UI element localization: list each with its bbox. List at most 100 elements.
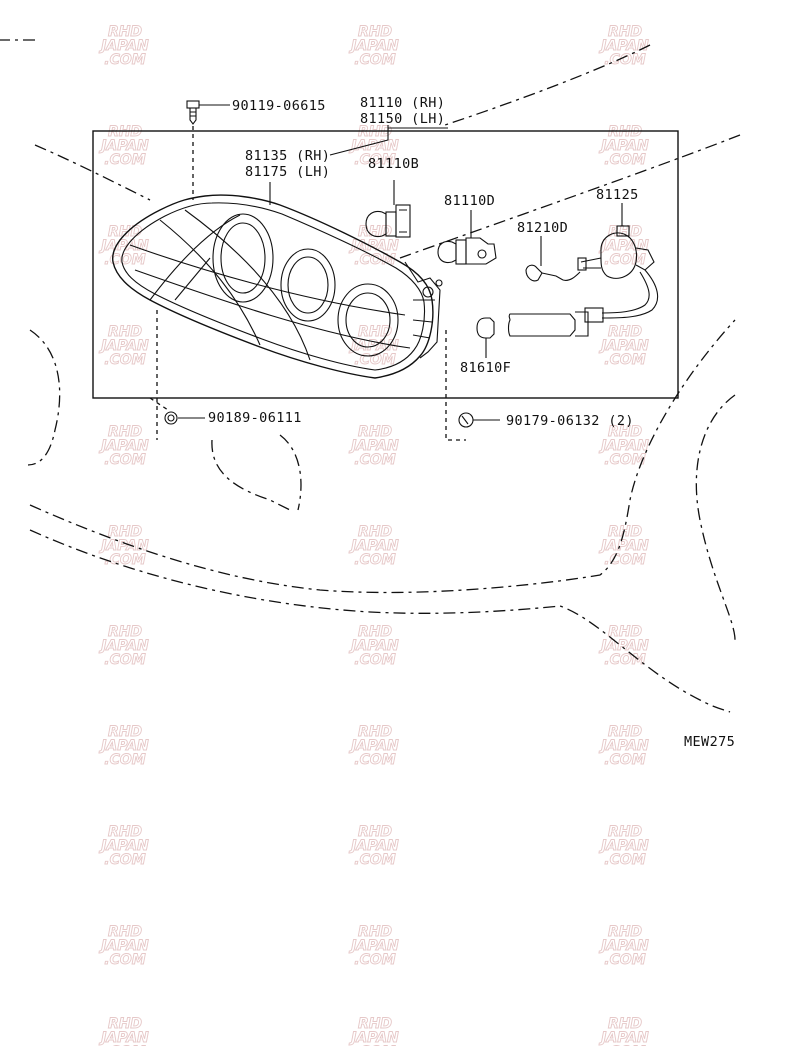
svg-text:.COM: .COM <box>104 1044 145 1046</box>
label-81110-rh: 81110 (RH) <box>360 95 445 111</box>
label-81125: 81125 <box>596 187 639 203</box>
svg-text:JAPAN: JAPAN <box>598 238 649 254</box>
label-81175-lh: 81175 (LH) <box>245 164 330 180</box>
svg-text:JAPAN: JAPAN <box>348 638 399 654</box>
svg-text:JAPAN: JAPAN <box>598 1030 649 1046</box>
bulb-81110d-icon <box>437 237 497 265</box>
svg-text:JAPAN: JAPAN <box>598 38 649 54</box>
svg-text:.COM: .COM <box>104 852 145 868</box>
svg-text:.COM: .COM <box>354 552 395 568</box>
svg-text:JAPAN: JAPAN <box>598 738 649 754</box>
svg-text:RHD: RHD <box>108 124 142 140</box>
svg-text:JAPAN: JAPAN <box>348 438 399 454</box>
svg-text:.COM: .COM <box>104 52 145 68</box>
part-labels: 90119-06615 81110 (RH) 81150 (LH) 81135 … <box>208 95 735 750</box>
component-box <box>92 130 679 399</box>
svg-text:JAPAN: JAPAN <box>348 138 399 154</box>
svg-text:JAPAN: JAPAN <box>98 838 149 854</box>
svg-text:JAPAN: JAPAN <box>598 538 649 554</box>
label-90119-06615: 90119-06615 <box>232 98 326 114</box>
clip-90179-icon <box>458 412 474 428</box>
svg-text:JAPAN: JAPAN <box>348 538 399 554</box>
svg-text:.COM: .COM <box>604 552 645 568</box>
svg-text:JAPAN: JAPAN <box>98 1030 149 1046</box>
bulb-81610f-icon <box>476 311 589 339</box>
svg-text:RHD: RHD <box>108 1016 142 1032</box>
svg-text:JAPAN: JAPAN <box>348 1030 399 1046</box>
svg-text:RHD: RHD <box>108 224 142 240</box>
svg-text:RHD: RHD <box>608 724 642 740</box>
svg-text:RHD: RHD <box>108 524 142 540</box>
socket-wire-81125-icon <box>562 225 659 323</box>
svg-text:JAPAN: JAPAN <box>348 938 399 954</box>
svg-text:RHD: RHD <box>108 824 142 840</box>
svg-text:.COM: .COM <box>354 52 395 68</box>
svg-text:JAPAN: JAPAN <box>598 138 649 154</box>
watermark-layer: RHDJAPAN.COMRHDJAPAN.COMRHDJAPAN.COMRHDJ… <box>98 24 650 1046</box>
bulb-81110b-icon <box>365 204 411 238</box>
label-81210d: 81210D <box>517 220 568 236</box>
svg-text:RHD: RHD <box>108 424 142 440</box>
svg-text:.COM: .COM <box>104 452 145 468</box>
svg-text:.COM: .COM <box>104 652 145 668</box>
svg-text:JAPAN: JAPAN <box>98 138 149 154</box>
svg-text:RHD: RHD <box>608 824 642 840</box>
label-81110d: 81110D <box>444 193 495 209</box>
svg-text:.COM: .COM <box>604 952 645 968</box>
svg-text:RHD: RHD <box>608 24 642 40</box>
svg-text:RHD: RHD <box>608 124 642 140</box>
svg-text:JAPAN: JAPAN <box>348 838 399 854</box>
svg-text:.COM: .COM <box>604 152 645 168</box>
svg-text:.COM: .COM <box>604 852 645 868</box>
svg-text:JAPAN: JAPAN <box>598 338 649 354</box>
diagram-code: MEW275 <box>684 734 735 750</box>
nut-90189-icon <box>164 411 178 425</box>
svg-text:JAPAN: JAPAN <box>98 338 149 354</box>
svg-text:RHD: RHD <box>358 1016 392 1032</box>
svg-text:RHD: RHD <box>358 924 392 940</box>
svg-text:JAPAN: JAPAN <box>598 438 649 454</box>
svg-text:JAPAN: JAPAN <box>98 938 149 954</box>
svg-text:.COM: .COM <box>104 352 145 368</box>
svg-text:JAPAN: JAPAN <box>98 38 149 54</box>
svg-text:RHD: RHD <box>358 724 392 740</box>
svg-text:RHD: RHD <box>108 724 142 740</box>
label-81135-rh: 81135 (RH) <box>245 148 330 164</box>
svg-text:.COM: .COM <box>104 752 145 768</box>
svg-text:.COM: .COM <box>354 452 395 468</box>
label-81110b: 81110B <box>368 156 419 172</box>
svg-text:.COM: .COM <box>354 252 395 268</box>
screw-90119-icon <box>186 100 200 125</box>
svg-text:JAPAN: JAPAN <box>348 38 399 54</box>
svg-text:.COM: .COM <box>104 252 145 268</box>
svg-text:JAPAN: JAPAN <box>598 838 649 854</box>
svg-text:JAPAN: JAPAN <box>98 438 149 454</box>
bulb-81210d-icon <box>525 264 564 282</box>
svg-text:.COM: .COM <box>604 252 645 268</box>
svg-text:.COM: .COM <box>604 752 645 768</box>
svg-text:RHD: RHD <box>108 324 142 340</box>
svg-text:JAPAN: JAPAN <box>98 538 149 554</box>
svg-text:JAPAN: JAPAN <box>598 638 649 654</box>
svg-text:JAPAN: JAPAN <box>598 938 649 954</box>
svg-text:.COM: .COM <box>354 1044 395 1046</box>
svg-text:.COM: .COM <box>354 752 395 768</box>
